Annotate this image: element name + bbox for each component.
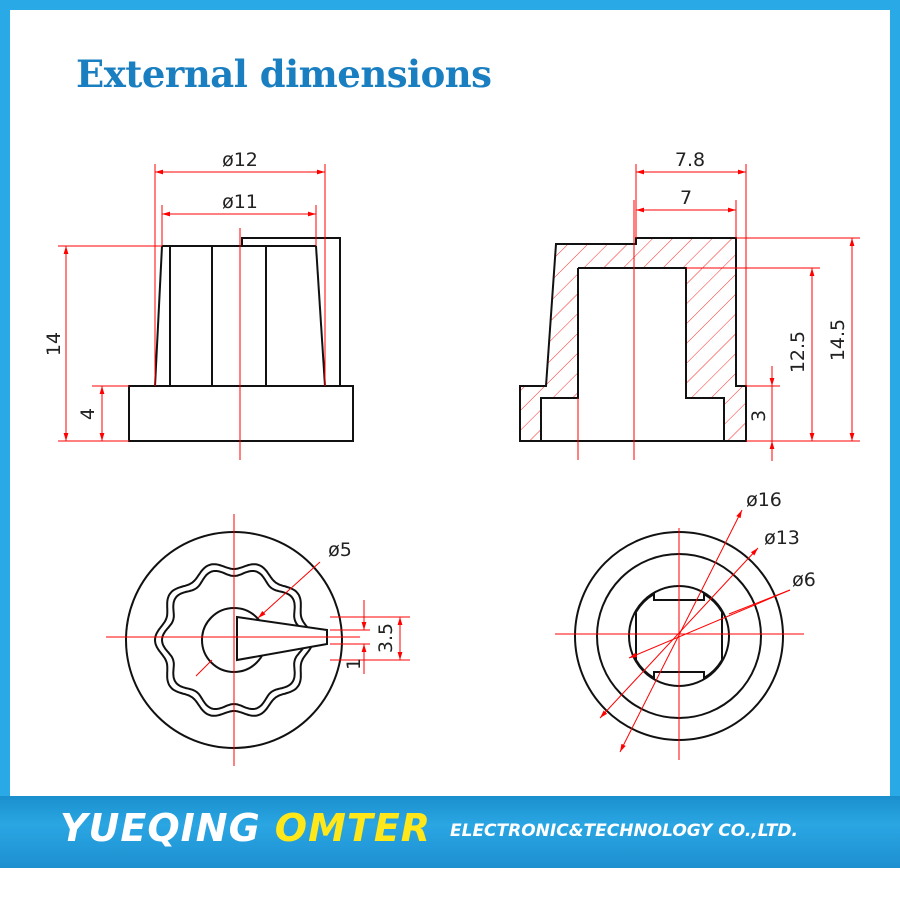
page-title: External dimensions — [76, 52, 492, 96]
scalloped-ring — [160, 570, 308, 710]
scalloped-ring — [153, 563, 315, 717]
brand-primary: YUEQING — [60, 806, 261, 850]
front-height-label: 14 — [43, 332, 65, 356]
brand-secondary: OMTER — [274, 806, 432, 850]
top-shaft-diameter-label: ø5 — [328, 539, 352, 561]
bottom-strip — [0, 868, 900, 898]
top-pointer-tip-label: 1 — [343, 658, 365, 670]
front-inner-diameter-label: ø11 — [222, 191, 258, 213]
bottom-view: ø16 ø13 ø6 — [555, 489, 816, 760]
brand-name: YUEQING OMTER — [60, 806, 431, 850]
front-view: ø12 ø11 14 4 — [43, 149, 354, 460]
bottom-outer-diameter-label: ø16 — [746, 489, 782, 511]
top-view: ø5 3.5 1 — [106, 514, 410, 766]
front-outer-diameter-label: ø12 — [222, 149, 258, 171]
section-view: 7.8 7 12.5 14.5 3 — [519, 149, 860, 461]
section-outer-width-label: 7.8 — [675, 149, 705, 171]
bottom-mid-diameter-label: ø13 — [764, 527, 800, 549]
front-base-height-label: 4 — [77, 408, 99, 420]
company-name: ELECTRONIC&TECHNOLOGY CO.,LTD. — [450, 821, 798, 841]
bottom-bore-diameter-label: ø6 — [792, 569, 816, 591]
section-inner-width-label: 7 — [680, 187, 692, 209]
section-inner-height-label: 12.5 — [787, 331, 809, 373]
section-total-height-label: 14.5 — [827, 319, 849, 361]
top-pointer-width-label: 3.5 — [375, 623, 397, 653]
company-banner: YUEQING OMTER ELECTRONIC&TECHNOLOGY CO.,L… — [0, 796, 900, 868]
section-base-height-label: 3 — [748, 410, 770, 422]
